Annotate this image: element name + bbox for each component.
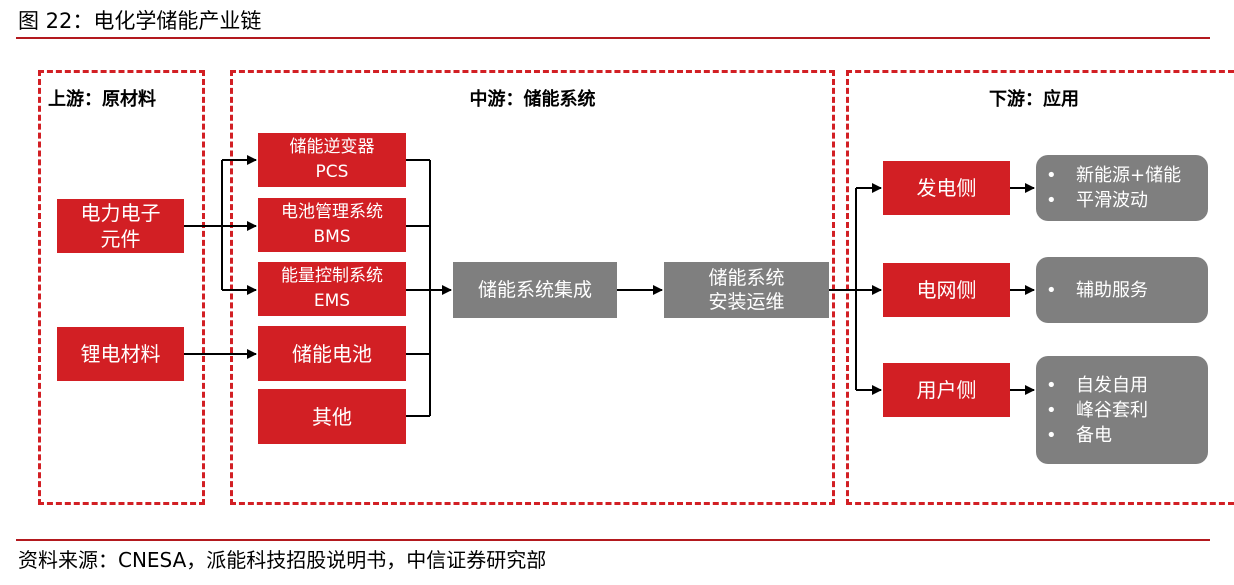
list-item: •新能源+储能 bbox=[1046, 165, 1182, 186]
node-storage-battery: 储能电池 bbox=[258, 326, 406, 381]
list-item: •峰谷套利 bbox=[1046, 399, 1148, 421]
app-box-user: •自发自用 •峰谷套利 •备电 bbox=[1036, 356, 1208, 464]
node-installation-operation: 储能系统 安装运维 bbox=[664, 262, 829, 318]
node-grid-side: 电网侧 bbox=[883, 263, 1010, 317]
figure-title: 图 22：电化学储能产业链 bbox=[18, 9, 262, 33]
node-generation-side: 发电侧 bbox=[883, 161, 1010, 215]
upstream-label: 上游：原材料 bbox=[48, 89, 156, 110]
list-item: •平滑波动 bbox=[1046, 190, 1148, 211]
title-divider bbox=[16, 37, 1210, 39]
node-pcs: 储能逆变器 PCS bbox=[258, 133, 406, 187]
node-system-integration: 储能系统集成 bbox=[453, 262, 617, 318]
node-lithium-materials: 锂电材料 bbox=[57, 327, 184, 381]
downstream-zone bbox=[846, 70, 1234, 505]
node-bms: 电池管理系统 BMS bbox=[258, 198, 406, 252]
list-item: •辅助服务 bbox=[1046, 279, 1148, 301]
source-divider bbox=[16, 539, 1210, 541]
app-box-grid: •辅助服务 bbox=[1036, 257, 1208, 323]
upstream-zone bbox=[38, 70, 205, 505]
midstream-label: 中游：储能系统 bbox=[469, 89, 596, 110]
list-item: •备电 bbox=[1046, 424, 1112, 446]
source-note: 资料来源：CNESA，派能科技招股说明书，中信证券研究部 bbox=[18, 548, 547, 572]
midstream-zone bbox=[230, 70, 835, 505]
node-user-side: 用户侧 bbox=[883, 363, 1010, 417]
downstream-label: 下游：应用 bbox=[989, 89, 1079, 110]
node-other: 其他 bbox=[258, 389, 406, 444]
app-box-generation: •新能源+储能 •平滑波动 bbox=[1036, 155, 1208, 221]
node-ems: 能量控制系统 EMS bbox=[258, 262, 406, 316]
list-item: •自发自用 bbox=[1046, 374, 1148, 396]
node-power-electronics: 电力电子 元件 bbox=[57, 199, 184, 253]
